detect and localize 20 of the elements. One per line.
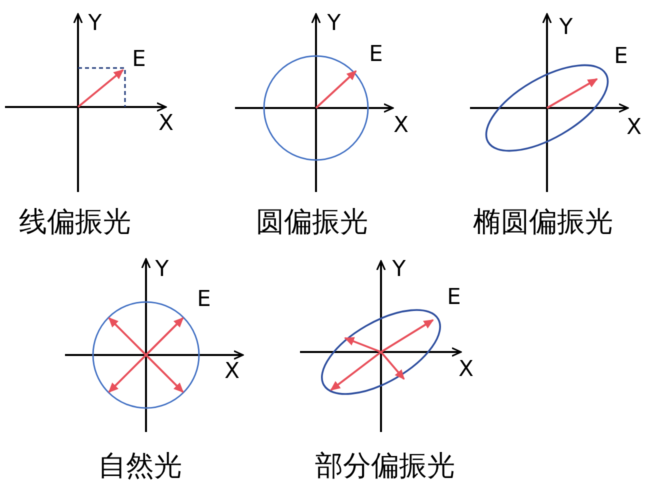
- axis-label: Y: [559, 17, 573, 39]
- axis-label: Y: [155, 259, 169, 281]
- vector-label: E: [132, 49, 146, 71]
- vector-label: E: [369, 44, 383, 66]
- axis-label: X: [393, 115, 409, 137]
- caption: 部分偏振光: [315, 452, 455, 480]
- axis-label: X: [224, 361, 240, 383]
- caption: 圆偏振光: [256, 208, 368, 236]
- axis-label: X: [458, 359, 474, 381]
- caption: 自然光: [98, 452, 182, 480]
- caption: 椭圆偏振光: [473, 208, 613, 236]
- vector-label: E: [197, 289, 211, 311]
- axis-label: Y: [327, 13, 341, 35]
- vector-label: E: [447, 287, 461, 309]
- axis-label: Y: [88, 13, 102, 35]
- axis-label: X: [158, 113, 174, 135]
- caption: 线偏振光: [19, 208, 131, 236]
- axis-label: X: [626, 117, 642, 139]
- vector-label: E: [614, 46, 628, 68]
- axis-label: Y: [392, 259, 406, 281]
